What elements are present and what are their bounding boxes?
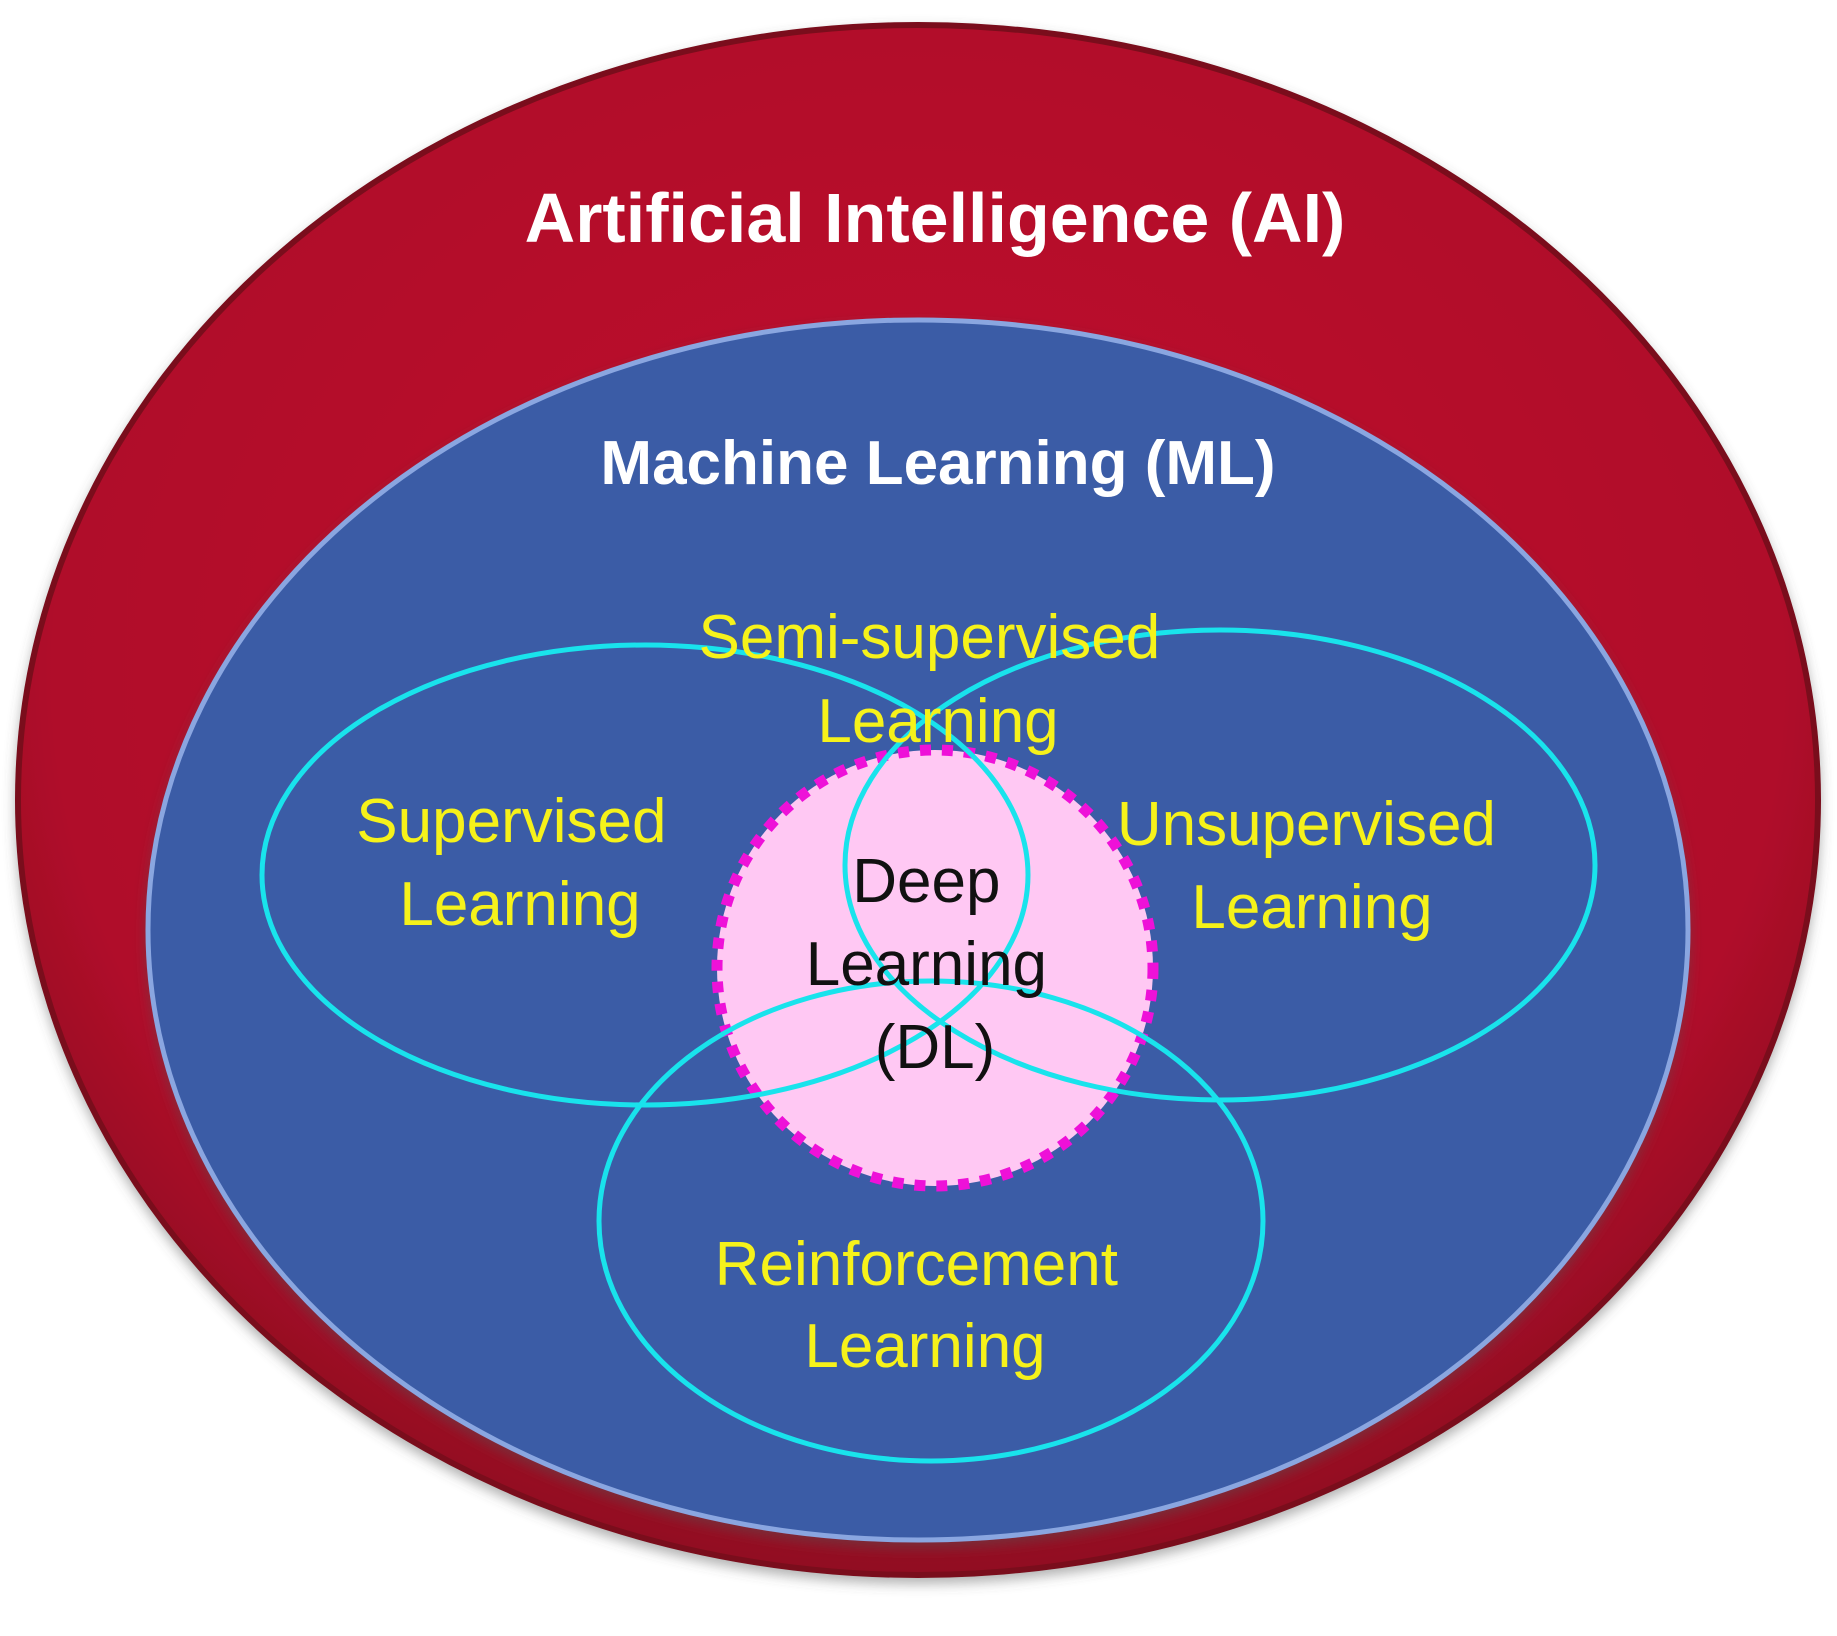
deep-learning-label: Deep Learning (DL) [806, 847, 1065, 1082]
unsupervised-line1: Unsupervised [1117, 790, 1496, 859]
semi-supervised-label: Semi-supervised Learning [699, 603, 1178, 756]
ai-title: Artificial Intelligence (AI) [525, 179, 1346, 257]
reinforcement-line1: Reinforcement [715, 1230, 1118, 1299]
reinforcement-label: Reinforcement Learning [715, 1230, 1135, 1381]
supervised-ellipse [259, 642, 1031, 1108]
ml-title: Machine Learning (ML) [600, 429, 1275, 498]
semi-supervised-line1: Semi-supervised [699, 603, 1161, 672]
deep-learning-line3: (DL) [875, 1013, 996, 1082]
deep-learning-line1: Deep [852, 847, 1000, 916]
supervised-label: Supervised Learning [356, 787, 683, 939]
reinforcement-line2: Learning [804, 1312, 1045, 1381]
unsupervised-label: Unsupervised Learning [1117, 790, 1513, 942]
deep-learning-line2: Learning [806, 930, 1047, 999]
semi-supervised-line2: Learning [817, 687, 1058, 756]
supervised-line1: Supervised [356, 787, 666, 856]
reinforcement-ellipse [596, 978, 1266, 1464]
unsupervised-line2: Learning [1191, 873, 1432, 942]
supervised-line2: Learning [399, 870, 640, 939]
